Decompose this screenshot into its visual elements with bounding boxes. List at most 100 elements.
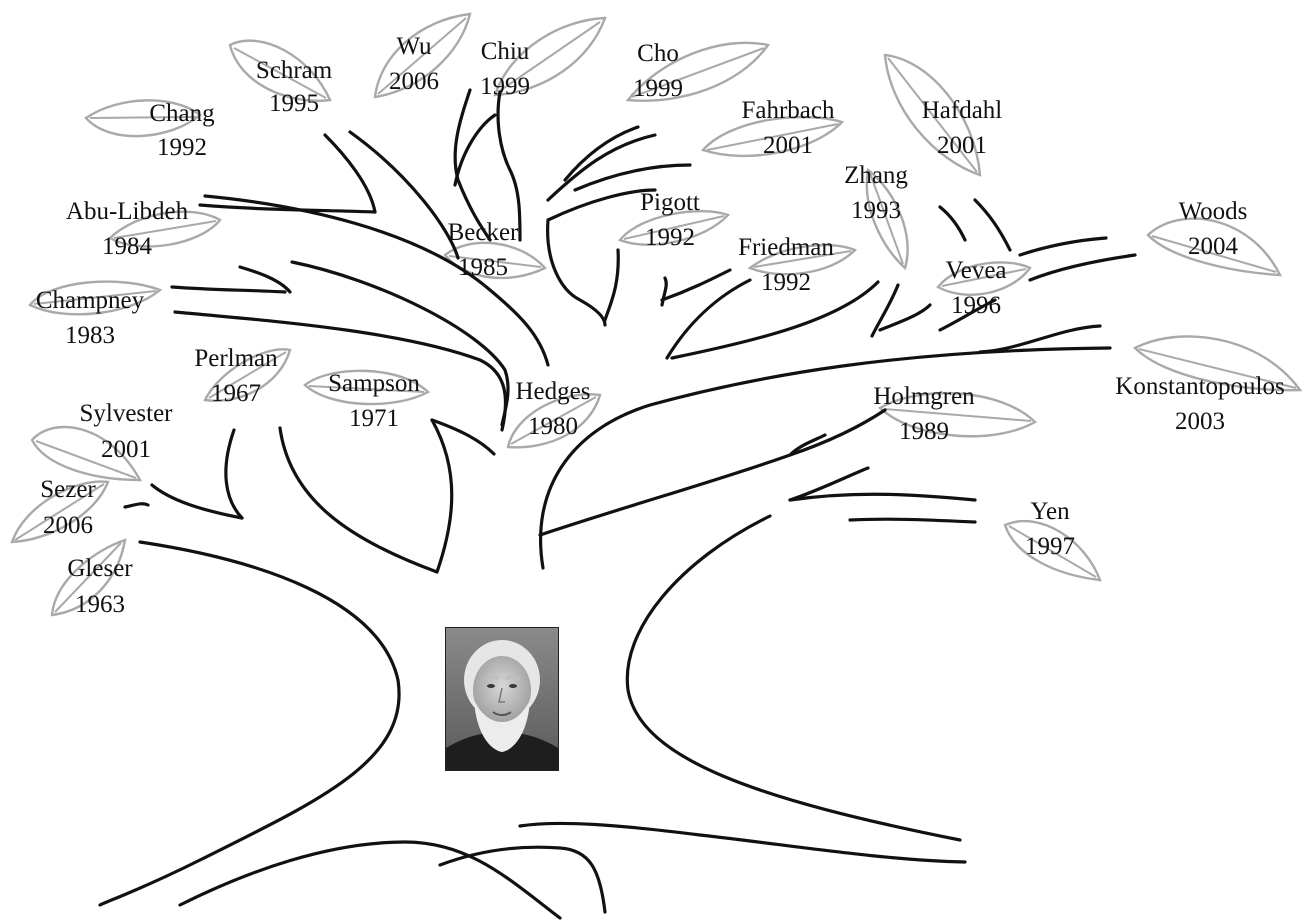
node-year: 1999 (480, 73, 530, 100)
node-name: Hafdahl (922, 97, 1003, 124)
node-konstantopoulos: Konstantopoulos 2003 (1115, 373, 1284, 435)
node-year: 2006 (43, 512, 93, 539)
leaf-wu (373, 12, 472, 99)
node-sezer: Sezer 2006 (40, 476, 96, 539)
node-year: 1992 (157, 134, 207, 161)
leaf-becker (443, 241, 547, 280)
node-year: 2001 (101, 436, 151, 463)
node-name: Sampson (328, 370, 420, 397)
leaf-champney (28, 280, 163, 316)
node-name: Pigott (640, 189, 700, 216)
node-year: 1984 (102, 233, 153, 260)
node-year: 1992 (645, 224, 695, 251)
node-name: Schram (256, 57, 333, 84)
node-year: 2003 (1175, 408, 1225, 435)
node-pigott: Pigott 1992 (640, 189, 700, 251)
leaves (10, 12, 1303, 617)
node-name: Perlman (194, 345, 278, 372)
node-year: 2004 (1188, 233, 1239, 260)
node-year: 1995 (269, 90, 319, 117)
node-yen: Yen 1997 (1025, 498, 1075, 560)
leaf-perlman (203, 348, 292, 402)
node-schram: Schram 1995 (256, 57, 333, 117)
node-name: Konstantopoulos (1115, 373, 1284, 400)
node-sampson: Sampson 1971 (328, 370, 420, 432)
node-year: 1997 (1025, 533, 1075, 560)
leaf-fahrbach (700, 115, 845, 158)
node-name: Wu (396, 33, 432, 60)
leaf-sylvester (30, 425, 143, 482)
node-holmgren: Holmgren 1989 (873, 383, 975, 445)
node-year: 1971 (349, 405, 399, 432)
node-name: Cho (637, 40, 679, 67)
node-name: Fahrbach (741, 97, 835, 124)
node-fahrbach: Fahrbach 2001 (741, 97, 835, 159)
node-name: Becker (448, 219, 519, 246)
leaf-gleser (50, 538, 127, 617)
node-year: 1963 (75, 591, 125, 618)
leaf-chiu (493, 16, 607, 97)
node-name: Chiu (481, 38, 530, 65)
node-gleser: Gleser 1963 (67, 555, 133, 618)
leaf-sezer (10, 480, 110, 544)
tree-branches (98, 88, 1137, 920)
node-year: 2001 (937, 132, 987, 159)
node-name: Yen (1030, 498, 1070, 525)
node-name: Zhang (844, 162, 908, 189)
leaf-hafdahl (883, 53, 982, 177)
node-vevea: Vevea 1996 (945, 257, 1006, 319)
leaf-cho (625, 41, 771, 102)
node-year: 1992 (761, 269, 811, 296)
node-year: 1996 (951, 292, 1001, 319)
node-year: 1989 (899, 418, 949, 445)
leaf-zhang (865, 167, 909, 271)
node-name: Chang (149, 100, 215, 127)
leaf-abulibdeh (107, 210, 222, 248)
node-cho: Cho 1999 (633, 40, 683, 102)
node-name: Sezer (40, 476, 96, 503)
node-chiu: Chiu 1999 (480, 38, 530, 100)
leaf-sampson (303, 369, 431, 406)
node-year: 1967 (211, 380, 261, 407)
node-name: Hedges (516, 378, 591, 405)
node-zhang: Zhang 1993 (844, 162, 908, 224)
node-name: Woods (1179, 198, 1248, 225)
leaf-woods (1146, 217, 1283, 277)
node-name: Abu-Libdeh (66, 198, 189, 225)
node-name: Gleser (67, 555, 133, 582)
node-abulibdeh: Abu-Libdeh 1984 (66, 198, 189, 260)
node-champney: Champney 1983 (36, 287, 145, 349)
node-chang: Chang 1992 (149, 100, 215, 161)
node-year: 1993 (851, 197, 901, 224)
node-year: 1980 (528, 413, 578, 440)
node-name: Friedman (738, 234, 834, 261)
node-friedman: Friedman 1992 (738, 234, 834, 296)
node-woods: Woods 2004 (1179, 198, 1248, 260)
node-name: Vevea (945, 257, 1006, 284)
leaf-yen (1003, 519, 1102, 582)
node-labels: Chang 1992 Schram 1995 Wu 2006 Chiu 1999… (36, 33, 1285, 618)
node-year: 2006 (389, 68, 439, 95)
node-hafdahl: Hafdahl 2001 (922, 97, 1003, 159)
portrait-photo (445, 627, 559, 771)
node-year: 1999 (633, 75, 683, 102)
node-sylvester: Sylvester 2001 (79, 400, 173, 463)
leaf-hedges (506, 393, 602, 449)
leaf-konstantopoulos (1132, 335, 1303, 392)
leaf-schram (228, 39, 332, 102)
node-year: 2001 (763, 132, 813, 159)
leaf-pigott (618, 209, 731, 246)
node-wu: Wu 2006 (389, 33, 439, 95)
node-name: Champney (36, 287, 145, 314)
node-year: 1985 (458, 254, 508, 281)
node-becker: Becker 1985 (448, 219, 519, 281)
node-year: 1983 (65, 322, 115, 349)
node-hedges: Hedges 1980 (516, 378, 591, 440)
leaf-friedman (747, 243, 858, 276)
node-name: Holmgren (873, 383, 975, 410)
node-name: Sylvester (79, 400, 173, 427)
leaf-vevea (936, 261, 1032, 296)
leaf-chang (84, 99, 202, 138)
node-perlman: Perlman 1967 (194, 345, 278, 407)
